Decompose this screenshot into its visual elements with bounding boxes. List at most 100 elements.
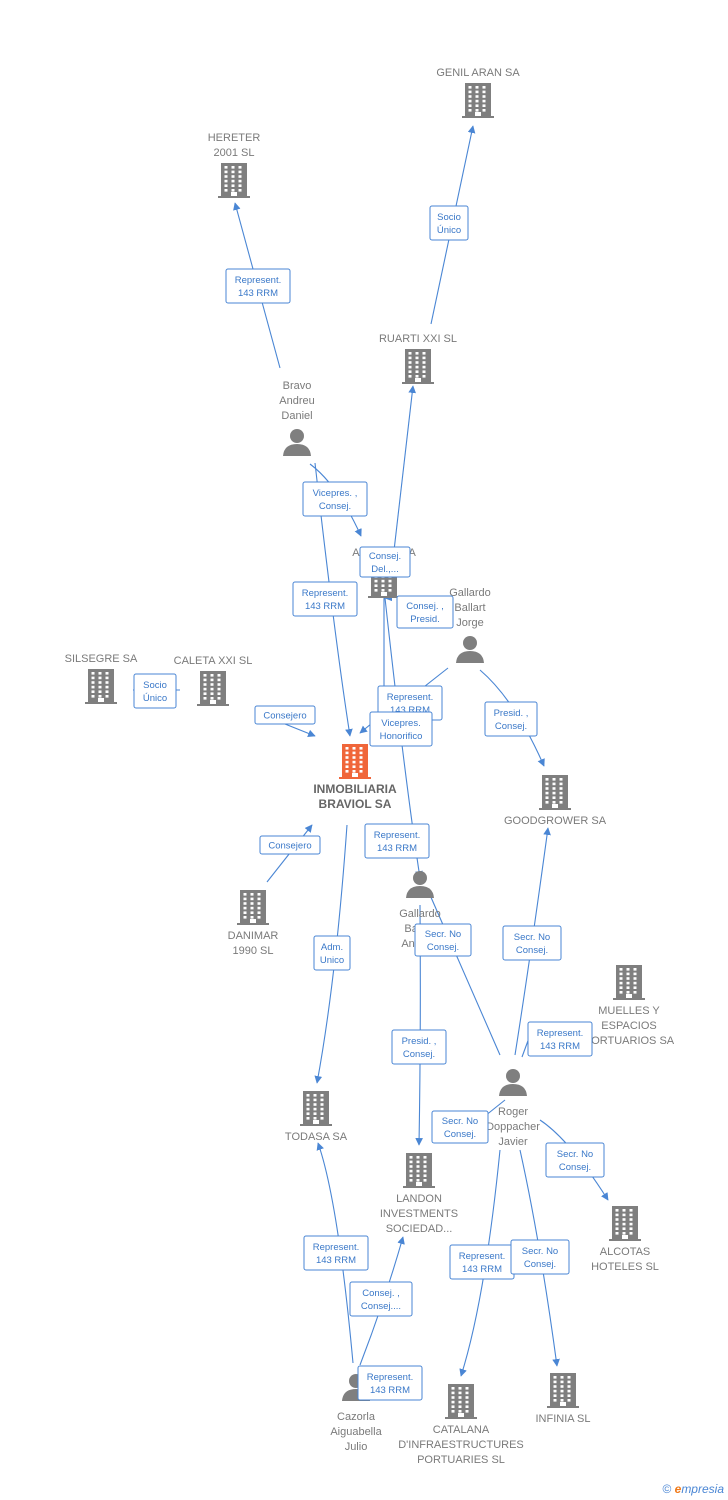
edge-label-e15[interactable]: Secr. No Consej. bbox=[414, 923, 472, 957]
edge-label-text: Secr. No bbox=[514, 932, 550, 943]
node-label: SILSEGRE SA bbox=[65, 653, 138, 665]
building-icon bbox=[402, 349, 434, 384]
node-label: Cazorla bbox=[337, 1411, 376, 1423]
node-label: Ballart bbox=[454, 602, 485, 614]
node-label: D'INFRAESTRUCTURES bbox=[398, 1439, 524, 1451]
edge-label-e3[interactable]: Vicepres. ,Consej. bbox=[302, 481, 368, 517]
node-label: MUELLES Y bbox=[598, 1005, 660, 1017]
edge-label-text: Presid. , bbox=[494, 708, 529, 719]
edge-line-e21 bbox=[459, 1149, 501, 1377]
edge-label-e2[interactable]: Represent.143 RRM bbox=[225, 268, 291, 304]
brand-e: e bbox=[674, 1482, 682, 1496]
node-label: 2001 SL bbox=[214, 147, 255, 159]
edge-label-e10[interactable]: Vicepres.Honorifico bbox=[369, 711, 433, 747]
edge-label-e11[interactable]: Presid. ,Consej. bbox=[484, 701, 538, 737]
edge-label-e13[interactable]: Represent.143 RRM bbox=[364, 823, 430, 859]
node-ruarti[interactable]: RUARTI XXI SL bbox=[379, 333, 457, 384]
node-label: BRAVIOL SA bbox=[319, 797, 392, 811]
edge-label-text: Represent. bbox=[235, 275, 281, 286]
edge-label-e14[interactable]: Adm.Unico bbox=[313, 935, 351, 971]
edge-label-text: Del.,... bbox=[371, 564, 398, 575]
building-icon bbox=[609, 1206, 641, 1241]
edge-label-text: Presid. bbox=[410, 614, 440, 625]
building-icon bbox=[539, 775, 571, 810]
edge-label-e12[interactable]: Consejero bbox=[259, 835, 321, 855]
edge-label-text: Secr. No bbox=[557, 1149, 593, 1160]
edge-label-text: 143 RRM bbox=[540, 1041, 580, 1052]
node-catalana[interactable]: CATALANA D'INFRAESTRUCTURES PORTUARIES SL bbox=[398, 1384, 524, 1466]
edge-label-text: Único bbox=[437, 225, 461, 236]
building-icon bbox=[403, 1153, 435, 1188]
edge-label-e8[interactable]: Consejero bbox=[254, 705, 316, 725]
node-label: CALETA XXI SL bbox=[174, 655, 253, 667]
node-label: GOODGROWER SA bbox=[504, 815, 607, 827]
building-icon bbox=[547, 1373, 579, 1408]
edge-line-e23 bbox=[316, 1142, 354, 1364]
edge-label-text: Secr. No bbox=[425, 929, 461, 940]
edge-label-text: 143 RRM bbox=[316, 1255, 356, 1266]
node-label: Doppacher bbox=[486, 1121, 540, 1133]
node-label: INVESTMENTS bbox=[380, 1208, 458, 1220]
edge-label-e4[interactable]: Consej.Del.,... bbox=[359, 546, 411, 578]
person-icon bbox=[456, 636, 484, 663]
edge-label-e5[interactable]: Represent. 143 RRM bbox=[292, 581, 358, 617]
node-label: CATALANA bbox=[433, 1424, 490, 1436]
edge-label-e21[interactable]: Represent.143 RRM bbox=[449, 1244, 515, 1280]
brand-name: mpresia bbox=[681, 1482, 724, 1496]
node-label: 1990 SL bbox=[233, 945, 274, 957]
node-todasa[interactable]: TODASA SA bbox=[285, 1091, 348, 1143]
node-label: Jorge bbox=[456, 617, 484, 629]
node-caleta[interactable]: CALETA XXI SL bbox=[174, 655, 253, 706]
edge-label-text: Consej.... bbox=[361, 1301, 401, 1312]
node-label: Julio bbox=[345, 1441, 368, 1453]
building-icon bbox=[445, 1384, 477, 1419]
edge-line-e4 bbox=[391, 385, 417, 569]
node-genil[interactable]: GENIL ARAN SA bbox=[436, 67, 520, 118]
edge-label-e25[interactable]: Represent.143 RRM bbox=[357, 1365, 423, 1401]
edge-label-text: Consej. , bbox=[362, 1288, 400, 1299]
edge-label-e6[interactable]: Consej. , Presid. bbox=[396, 595, 454, 629]
node-goodgrower[interactable]: GOODGROWER SA bbox=[504, 775, 607, 827]
edge-label-text: Consej. bbox=[427, 942, 459, 953]
node-silsegre[interactable]: SILSEGRE SA bbox=[65, 653, 138, 704]
node-label: Javier bbox=[498, 1136, 528, 1148]
edge-label-e17[interactable]: Represent. 143 RRM bbox=[527, 1021, 593, 1057]
node-label: PORTUARIES SL bbox=[417, 1454, 505, 1466]
empresia-logo[interactable]: © empresia bbox=[662, 1482, 724, 1496]
edge-label-text: Represent. bbox=[302, 588, 348, 599]
node-infinia[interactable]: INFINIA SL bbox=[535, 1373, 591, 1425]
edge-label-text: Consejero bbox=[263, 711, 306, 722]
edge-label-text: Consej. , bbox=[406, 601, 444, 612]
building-icon bbox=[85, 669, 117, 704]
edge-label-text: Represent. bbox=[537, 1028, 583, 1039]
node-landon[interactable]: LANDONINVESTMENTSSOCIEDAD... bbox=[380, 1153, 458, 1235]
edge-label-e24[interactable]: Consej. , Consej.... bbox=[349, 1281, 413, 1317]
node-label: ALCOTAS bbox=[600, 1246, 651, 1258]
edge-label-e18[interactable]: Presid. ,Consej. bbox=[391, 1029, 447, 1065]
edge-label-text: 143 RRM bbox=[377, 843, 417, 854]
edge-label-text: Consej. bbox=[444, 1129, 476, 1140]
edge-label-e23[interactable]: Represent.143 RRM bbox=[303, 1235, 369, 1271]
building-icon bbox=[462, 83, 494, 118]
edge-label-text: 143 RRM bbox=[305, 601, 345, 612]
node-label: INFINIA SL bbox=[535, 1413, 590, 1425]
edge-label-text: Represent. bbox=[367, 1372, 413, 1383]
edge-label-text: Vicepres. bbox=[381, 718, 420, 729]
edge-label-text: Consej. bbox=[403, 1049, 435, 1060]
